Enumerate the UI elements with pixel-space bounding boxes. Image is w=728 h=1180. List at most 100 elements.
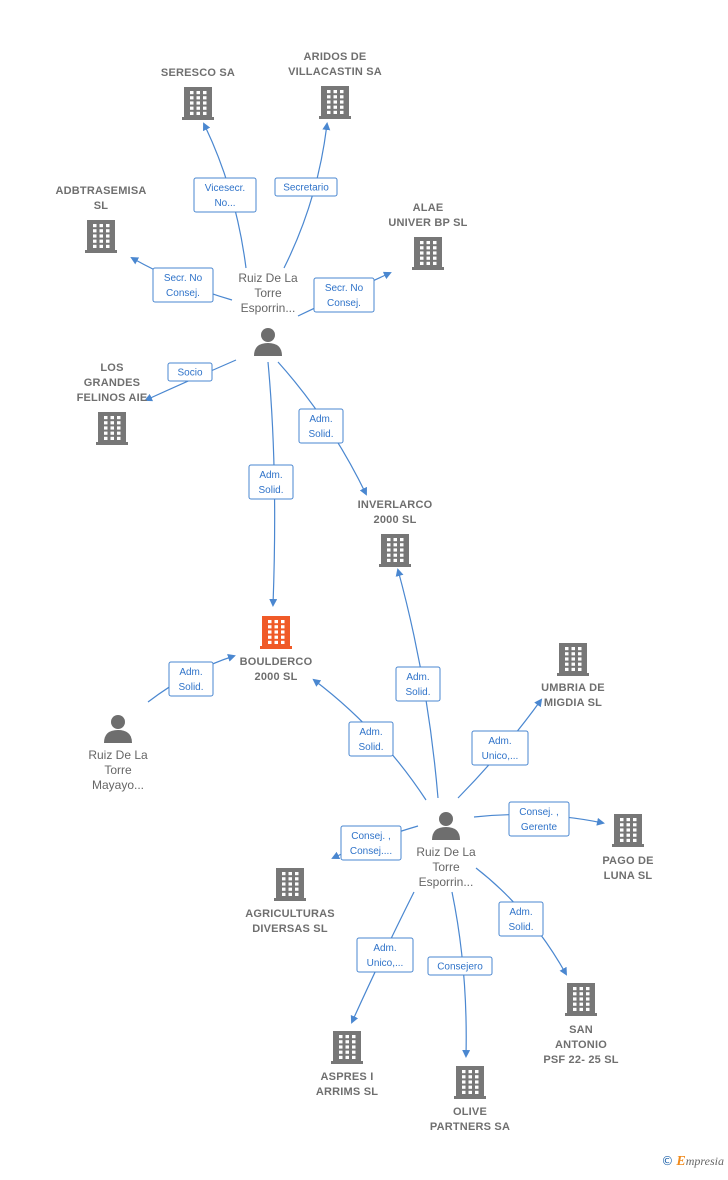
- node-label-line: ADBTRASEMISA: [55, 185, 146, 197]
- copyright-icon: ©: [661, 1154, 674, 1168]
- edge-person_left-boulderco[interactable]: Adm.Solid.: [147, 654, 236, 703]
- person-icon: [432, 812, 460, 840]
- edge-label-line: Consej. ,: [519, 807, 558, 818]
- edge-label-line: Adm.: [359, 727, 382, 738]
- edge-person_bottom-sanantonio[interactable]: Adm. Solid.: [475, 867, 567, 976]
- building-icon: [557, 643, 589, 676]
- node-boulderco[interactable]: BOULDERCO 2000 SL: [240, 616, 313, 683]
- edge-label-line: Adm.: [406, 672, 429, 683]
- edge-person_top-boulderco[interactable]: Adm. Solid.: [248, 361, 294, 607]
- brand-initial: E: [676, 1154, 686, 1169]
- node-label-line: VILLACASTIN SA: [288, 66, 382, 78]
- edge-label-line: Secr. No: [164, 273, 203, 284]
- node-label-line: Mayayo...: [92, 778, 144, 792]
- node-label-line: OLIVE: [453, 1106, 487, 1118]
- node-label-line: Ruiz De La: [238, 271, 298, 285]
- edge-label-box: [498, 901, 544, 937]
- node-agriculturas[interactable]: AGRICULTURAS DIVERSAS SL: [245, 868, 335, 935]
- building-icon: [565, 983, 597, 1016]
- node-person_left[interactable]: Ruiz De LaTorreMayayo...: [88, 715, 148, 792]
- edge-label-box: [167, 362, 213, 382]
- edge-person_top-aridos[interactable]: Secretario: [274, 122, 338, 269]
- edge-label-line: Solid.: [358, 742, 383, 753]
- node-person_top[interactable]: Ruiz De LaTorreEsporrin...: [238, 271, 298, 356]
- edge-label-line: Adm.: [488, 736, 511, 747]
- brand-footer[interactable]: © Empresia: [661, 1154, 724, 1170]
- building-icon: [260, 616, 292, 649]
- node-aridos[interactable]: ARIDOS DE VILLACASTIN SA: [288, 51, 382, 119]
- node-seresco[interactable]: SERESCO SA: [161, 67, 235, 120]
- edge-person_bottom-olive[interactable]: Consejero: [427, 891, 493, 1058]
- edge-label-line: No...: [214, 198, 235, 209]
- node-label-line: AGRICULTURAS: [245, 908, 335, 920]
- edge-label-line: Solid.: [308, 429, 333, 440]
- node-label-line: PARTNERS SA: [430, 1121, 510, 1133]
- brand-name: mpresia: [685, 1154, 724, 1168]
- edge-label-box: [313, 277, 375, 313]
- node-olive[interactable]: OLIVE PARTNERS SA: [430, 1066, 510, 1133]
- edge-label-line: Secretario: [283, 183, 329, 194]
- edge-label-line: Adm.: [259, 470, 282, 481]
- edge-label-box: [152, 267, 214, 303]
- edge-person_bottom-umbria[interactable]: Adm. Unico,...: [457, 698, 543, 799]
- node-label-line: INVERLARCO: [358, 499, 433, 511]
- node-label-line: ARRIMS SL: [316, 1086, 378, 1098]
- edge-label-box: [427, 956, 493, 976]
- node-label-line: Torre: [104, 763, 132, 777]
- node-person_bottom[interactable]: Ruiz De LaTorreEsporrin...: [416, 812, 476, 889]
- node-label-line: Esporrin...: [419, 875, 474, 889]
- node-label-line: DIVERSAS SL: [252, 923, 328, 935]
- node-label-line: LOS: [100, 362, 123, 374]
- edge-label-line: Socio: [177, 368, 202, 379]
- node-label-line: BOULDERCO: [240, 656, 313, 668]
- edge-person_top-seresco[interactable]: Vicesecr.No...: [193, 122, 257, 269]
- node-label-line: 2000 SL: [374, 514, 417, 526]
- building-icon: [182, 87, 214, 120]
- node-inverlarco[interactable]: INVERLARCO 2000 SL: [358, 499, 433, 567]
- edge-person_bottom-agriculturas[interactable]: Consej. ,Consej....: [331, 825, 419, 861]
- building-icon: [454, 1066, 486, 1099]
- edge-label-box: [193, 177, 257, 213]
- edge-label-box: [340, 825, 402, 861]
- edge-person_bottom-boulderco[interactable]: Adm. Solid.: [312, 678, 427, 801]
- edge-label-line: Adm.: [509, 907, 532, 918]
- edge-person_bottom-aspres[interactable]: Adm.Unico,...: [350, 891, 415, 1024]
- edge-label-box: [168, 661, 214, 697]
- edge-person_top-grandes[interactable]: Socio: [144, 359, 237, 402]
- edge-person_bottom-inverlarco[interactable]: Adm.Solid.: [395, 568, 441, 799]
- edge-label-line: Solid.: [508, 922, 533, 933]
- building-icon: [274, 868, 306, 901]
- edge-person_bottom-pago[interactable]: Consej. , Gerente: [473, 801, 605, 837]
- edge-label-line: Unico,...: [482, 751, 519, 762]
- node-label-line: Esporrin...: [241, 301, 296, 315]
- node-label-line: Ruiz De La: [88, 748, 148, 762]
- building-icon: [412, 237, 444, 270]
- edge-person_top-inverlarco[interactable]: Adm.Solid.: [277, 361, 367, 496]
- edge-label-line: Gerente: [521, 822, 558, 833]
- node-label-line: ARIDOS DE: [304, 51, 367, 63]
- edge-label-line: Unico,...: [367, 958, 404, 969]
- edge-line: [283, 122, 331, 269]
- node-label-line: 2000 SL: [255, 671, 298, 683]
- building-icon: [319, 86, 351, 119]
- building-icon: [379, 534, 411, 567]
- node-label-line: FELINOS AIE: [77, 392, 148, 404]
- node-label-line: SAN: [569, 1024, 593, 1036]
- node-label-line: SL: [94, 200, 109, 212]
- edge-label-box: [348, 721, 394, 757]
- edge-label-line: Consejero: [437, 962, 483, 973]
- node-label-line: SERESCO SA: [161, 67, 235, 79]
- node-adbtrasemisa[interactable]: ADBTRASEMISA SL: [55, 185, 146, 253]
- edge-label-box: [274, 177, 338, 197]
- edge-label-box: [356, 937, 414, 973]
- edge-label-line: Solid.: [258, 485, 283, 496]
